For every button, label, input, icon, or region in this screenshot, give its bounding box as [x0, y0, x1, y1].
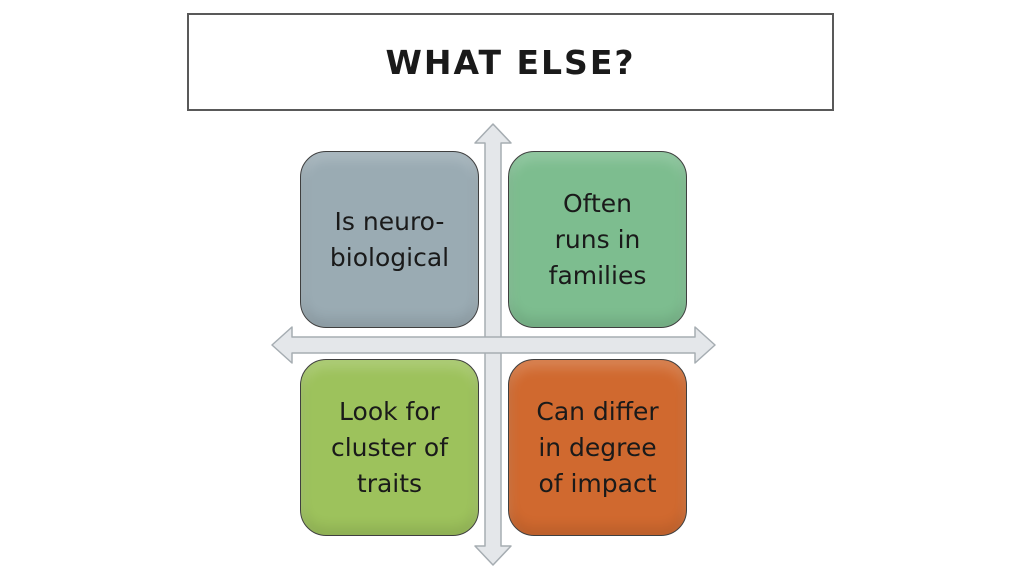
quadrant-bottom-left: Look for cluster of traits [300, 359, 479, 536]
quadrant-bottom-right-text: Can differ in degree of impact [536, 396, 659, 498]
quadrant-top-right-text: Often runs in families [548, 188, 647, 290]
quadrant-top-right: Often runs in families [508, 151, 687, 328]
quadrant-top-left: Is neuro- biological [300, 151, 479, 328]
slide-title: WHAT ELSE? [385, 42, 636, 82]
arrow-center [486, 338, 500, 352]
quadrant-bottom-left-text: Look for cluster of traits [330, 396, 449, 498]
title-box: WHAT ELSE? [187, 13, 834, 111]
quadrant-bottom-right: Can differ in degree of impact [508, 359, 687, 536]
quadrant-top-left-text: Is neuro- biological [329, 206, 450, 272]
